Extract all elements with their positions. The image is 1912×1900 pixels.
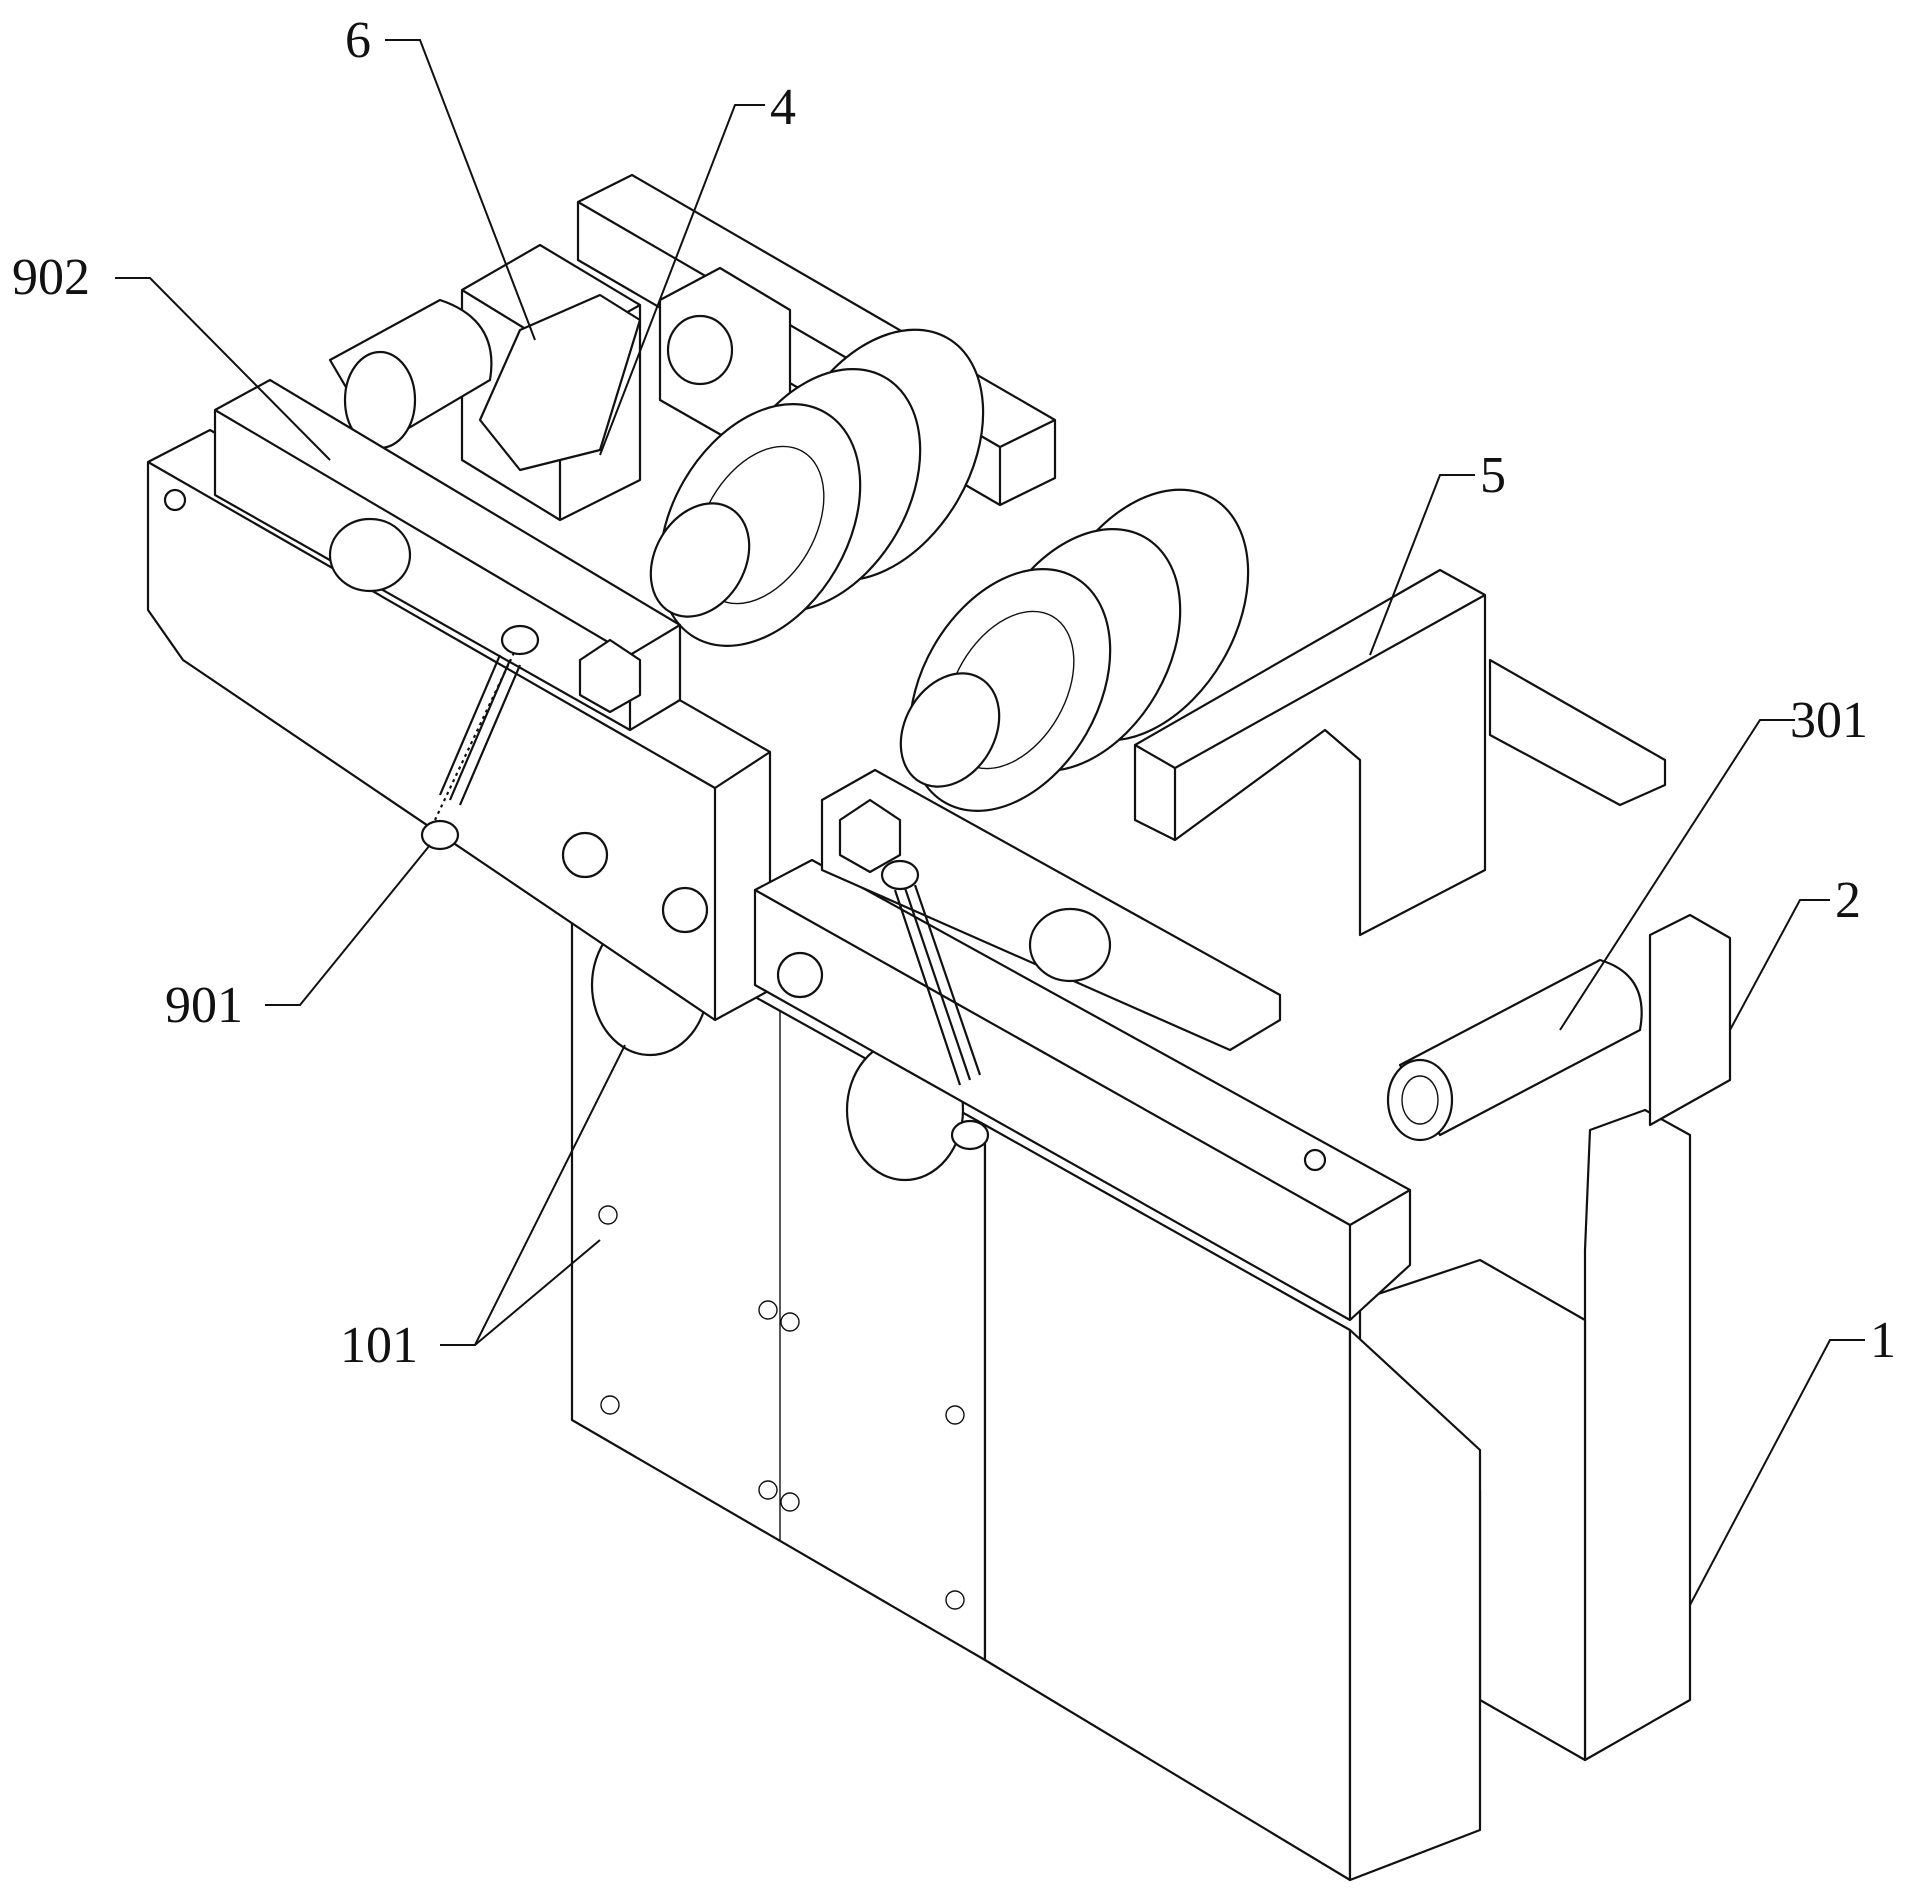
label-5: 5 (1480, 447, 1506, 504)
right-rail (753, 858, 1412, 1322)
label-901: 901 (165, 977, 243, 1034)
label-1: 1 (1870, 1312, 1896, 1369)
part-5-bracket (1133, 568, 1487, 937)
right-pressing-arm (820, 768, 1282, 1052)
part-2-block (1648, 913, 1732, 1127)
right-arm (1488, 658, 1667, 807)
label-2: 2 (1835, 872, 1861, 929)
label-4: 4 (770, 79, 796, 136)
part-901-spring-left (420, 624, 540, 851)
label-101: 101 (340, 1317, 418, 1374)
left-pin-cylinder (328, 298, 493, 450)
label-301: 301 (1790, 692, 1868, 749)
label-6: 6 (345, 12, 371, 69)
part-902-arm (213, 378, 682, 732)
spring-right (880, 859, 990, 1151)
part-301-roller (1386, 958, 1643, 1142)
part-1-base (1358, 1108, 1692, 1762)
front-plate (570, 893, 1482, 1882)
part-4-wheels (649, 328, 985, 647)
leader-lines (115, 39, 1865, 1606)
part-6-bracket (460, 243, 642, 522)
part-5-wheels (899, 488, 1250, 812)
label-902: 902 (12, 249, 90, 306)
